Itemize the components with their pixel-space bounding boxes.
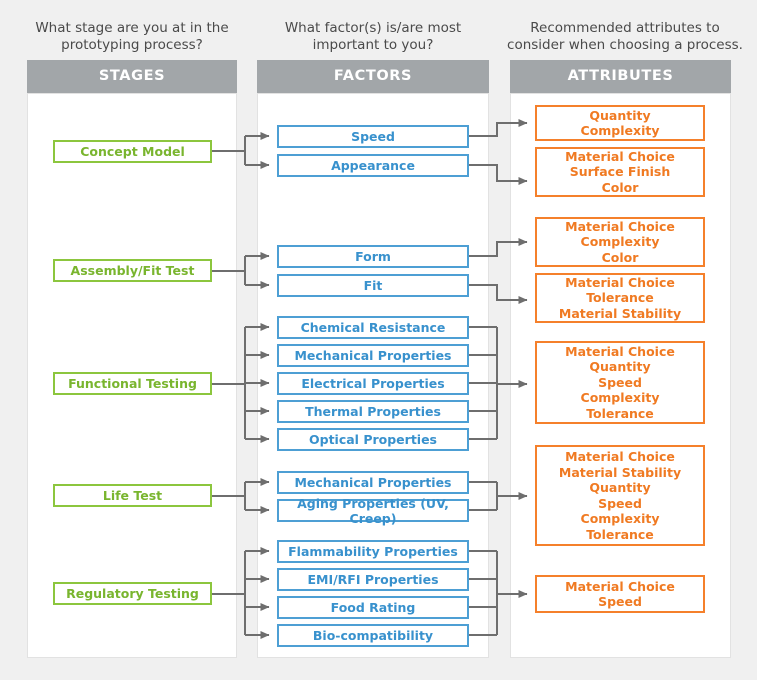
attribute-node-2[interactable]: Material Choice Surface Finish Color	[535, 147, 705, 197]
stage-node-concept-model[interactable]: Concept Model	[53, 140, 212, 163]
factor-node-chemical-resistance[interactable]: Chemical Resistance	[277, 316, 469, 339]
attribute-line: Material Choice	[565, 449, 675, 464]
stage-node-regulatory-testing[interactable]: Regulatory Testing	[53, 582, 212, 605]
attribute-line: Material Stability	[558, 305, 682, 321]
attribute-line: Tolerance	[586, 526, 654, 542]
attribute-line: Material Stability	[558, 464, 682, 480]
attribute-line: Material Choice	[565, 343, 675, 359]
factor-node-bio-compatibility[interactable]: Bio-compatibility	[277, 624, 469, 647]
factor-node-form[interactable]: Form	[277, 245, 469, 268]
attribute-node-7[interactable]: Material Choice Speed	[535, 575, 705, 613]
factor-node-mechanical-properties-functional[interactable]: Mechanical Properties	[277, 344, 469, 367]
attribute-node-6[interactable]: Material Choice Material Stability Quant…	[535, 445, 705, 546]
factor-node-flammability-properties[interactable]: Flammability Properties	[277, 540, 469, 563]
attribute-node-4[interactable]: Material Choice Tolerance Material Stabi…	[535, 273, 705, 323]
factor-node-speed[interactable]: Speed	[277, 125, 469, 148]
stage-node-functional-testing[interactable]: Functional Testing	[53, 372, 212, 395]
attribute-line: Quantity	[589, 480, 651, 495]
attribute-node-1[interactable]: Quantity Complexity	[535, 105, 705, 141]
factor-node-appearance[interactable]: Appearance	[277, 154, 469, 177]
factor-node-thermal-properties[interactable]: Thermal Properties	[277, 400, 469, 423]
attribute-line: Color	[601, 249, 639, 265]
attribute-node-5[interactable]: Material Choice Quantity Speed Complexit…	[535, 341, 705, 424]
stage-node-life-test[interactable]: Life Test	[53, 484, 212, 507]
factor-node-aging-properties[interactable]: Aging Properties (UV, Creep)	[277, 496, 469, 526]
factors-question: What factor(s) is/are most important to …	[284, 20, 462, 53]
attribute-line: Speed	[598, 594, 642, 609]
stages-column-header: STAGES	[27, 60, 237, 93]
factor-node-food-rating[interactable]: Food Rating	[277, 596, 469, 619]
attribute-line: Color	[601, 179, 639, 195]
attribute-line: Surface Finish	[569, 164, 671, 180]
attribute-line: Quantity	[589, 107, 651, 123]
attribute-line: Quantity	[589, 359, 651, 375]
attribute-line: Complexity	[580, 123, 660, 138]
attribute-node-3[interactable]: Material Choice Complexity Color	[535, 217, 705, 267]
attribute-line: Speed	[598, 374, 642, 390]
attribute-line: Complexity	[580, 234, 660, 250]
attribute-line: Material Choice	[565, 148, 675, 164]
stage-node-assembly-fit-test[interactable]: Assembly/Fit Test	[53, 259, 212, 282]
factor-node-electrical-properties[interactable]: Electrical Properties	[277, 372, 469, 395]
factor-node-mechanical-properties-life[interactable]: Mechanical Properties	[277, 471, 469, 494]
attribute-line: Material Choice	[565, 578, 675, 594]
attribute-line: Complexity	[580, 390, 660, 406]
attributes-question: Recommended attributes to consider when …	[507, 20, 743, 53]
attributes-column-header: ATTRIBUTES	[510, 60, 731, 93]
attribute-line: Tolerance	[586, 405, 654, 421]
attribute-line: Tolerance	[586, 290, 654, 306]
attribute-line: Material Choice	[565, 274, 675, 290]
factors-column-header: FACTORS	[257, 60, 489, 93]
attribute-line: Material Choice	[565, 218, 675, 234]
factor-node-fit[interactable]: Fit	[277, 274, 469, 297]
factor-node-emi-rfi-properties[interactable]: EMI/RFI Properties	[277, 568, 469, 591]
attribute-line: Complexity	[580, 511, 660, 526]
attribute-line: Speed	[598, 495, 642, 511]
stages-question: What stage are you at in the prototyping…	[35, 20, 229, 53]
factor-node-optical-properties[interactable]: Optical Properties	[277, 428, 469, 451]
